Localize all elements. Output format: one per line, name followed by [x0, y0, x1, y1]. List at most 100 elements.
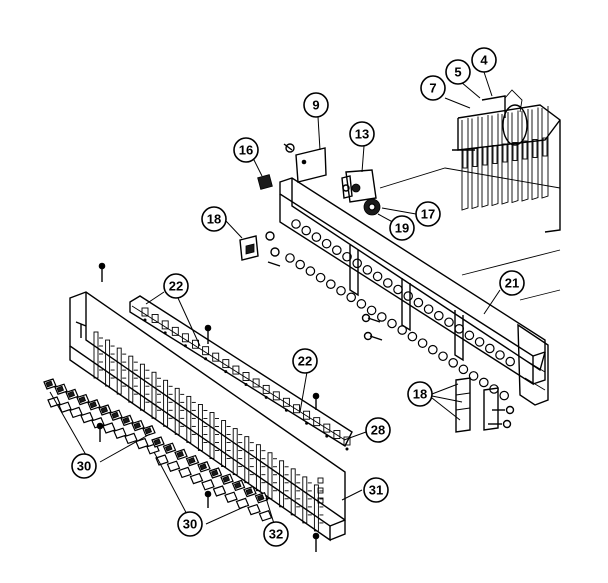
key-fin-slot — [492, 145, 498, 164]
board-solder-point — [183, 344, 187, 348]
board-solder-point — [345, 447, 349, 451]
rail-knob-bottom — [427, 344, 438, 355]
callout-4: 4 — [471, 47, 497, 73]
slider-cap — [166, 460, 181, 472]
leader-lines — [49, 71, 501, 531]
board-component — [313, 417, 321, 427]
callout-18-upper: 18 — [201, 206, 227, 232]
slider-slot — [267, 452, 273, 500]
callout-30-lower: 30 — [177, 511, 203, 537]
slider-slot — [290, 468, 296, 516]
rail-knob-top — [301, 225, 311, 236]
board-component — [202, 346, 210, 356]
slider-cap — [80, 411, 94, 424]
key-fin — [511, 110, 519, 204]
callout-28-label: 28 — [371, 423, 385, 438]
key-fin — [461, 118, 469, 211]
rail-knob-top — [505, 356, 515, 367]
rail-knob-top — [444, 317, 454, 328]
slider-cap — [212, 485, 227, 497]
slider-cap — [189, 472, 204, 485]
board-component — [212, 352, 220, 362]
slider-cap-shadow — [256, 494, 265, 502]
slider-slot — [232, 428, 238, 476]
board-component — [222, 359, 230, 369]
slider-cap — [201, 479, 215, 491]
board-component — [282, 397, 290, 407]
callout-13: 13 — [349, 121, 375, 147]
callout-22-right-label: 22 — [298, 354, 312, 369]
slider-slot — [93, 331, 99, 379]
rail-knob-top — [484, 343, 495, 354]
slider-cap — [178, 466, 192, 479]
board-component — [323, 423, 331, 433]
rail-knob-bottom — [336, 285, 346, 296]
board-component — [293, 404, 300, 414]
upper-rail — [279, 177, 549, 406]
board-solder-point — [204, 357, 208, 361]
callout-18-lower-label: 18 — [413, 387, 427, 402]
rail-knob-bottom — [295, 259, 305, 270]
rail-knob-bottom — [325, 279, 336, 289]
key-fin-slot — [542, 137, 548, 157]
callout-5-label: 5 — [454, 65, 461, 80]
board-solder-point — [244, 382, 248, 386]
key-fin-slot — [532, 139, 538, 158]
slider-cap-shadow — [233, 481, 242, 489]
slider-slot — [128, 355, 134, 403]
rail-knob-top — [321, 238, 332, 249]
slider-slot — [279, 460, 285, 508]
callout-18-upper-label: 18 — [207, 212, 221, 227]
slider-slot — [139, 363, 145, 411]
key-fin-slot — [512, 142, 518, 161]
board-solder-point — [284, 408, 288, 412]
slider-slot — [221, 420, 227, 467]
slider-cap-shadow — [100, 406, 109, 414]
slider-cap-shadow — [187, 457, 196, 465]
slider-slot — [105, 339, 111, 387]
callout-31-label: 31 — [369, 483, 383, 498]
rail-knob-top — [291, 219, 301, 229]
callout-21: 21 — [499, 270, 525, 296]
slider-slot — [209, 412, 215, 459]
slider-cap-shadow — [210, 469, 219, 477]
callout-30-lower-label: 30 — [183, 517, 197, 532]
rail-knob-top — [495, 350, 505, 360]
slider-slot — [116, 347, 122, 395]
slider-cap-shadow — [67, 390, 76, 398]
rail-knob-top — [464, 330, 475, 341]
callout-7-label: 7 — [429, 81, 436, 96]
callout-16-label: 16 — [239, 143, 253, 158]
loose-screws — [96, 262, 320, 552]
callout-22-left-label: 22 — [169, 279, 183, 294]
slider-cap-shadow — [164, 444, 173, 452]
callout-22-left: 22 — [163, 273, 189, 299]
callout-17-label: 17 — [421, 207, 435, 222]
rail-knob-bottom — [499, 390, 509, 401]
callout-7: 7 — [420, 75, 446, 101]
slider-slot — [151, 371, 157, 419]
rail-knob-bottom — [305, 266, 316, 276]
rail-knob-bottom — [468, 371, 479, 381]
callout-32: 32 — [263, 521, 289, 547]
rail-knob-top — [311, 232, 322, 242]
key-assembly — [452, 89, 561, 233]
rail-knob-top — [433, 310, 444, 321]
key-fin — [491, 113, 499, 207]
board-component — [181, 333, 189, 343]
slider-cap-shadow — [78, 396, 87, 404]
slider-cap-shadow — [199, 463, 208, 471]
callout-22-right: 22 — [292, 348, 318, 374]
slider-cap-shadow — [122, 416, 131, 424]
callout-28: 28 — [365, 417, 391, 443]
slider-cap — [69, 406, 83, 419]
board-component — [171, 326, 179, 336]
board-component — [262, 384, 270, 394]
callout-31: 31 — [363, 477, 389, 503]
board-component — [242, 372, 250, 381]
rail-knob-top — [413, 297, 424, 308]
rail-knob-top — [372, 271, 383, 282]
board-solder-point — [224, 370, 228, 374]
key-fin-slot — [502, 143, 508, 163]
board-solder-point — [305, 421, 309, 425]
